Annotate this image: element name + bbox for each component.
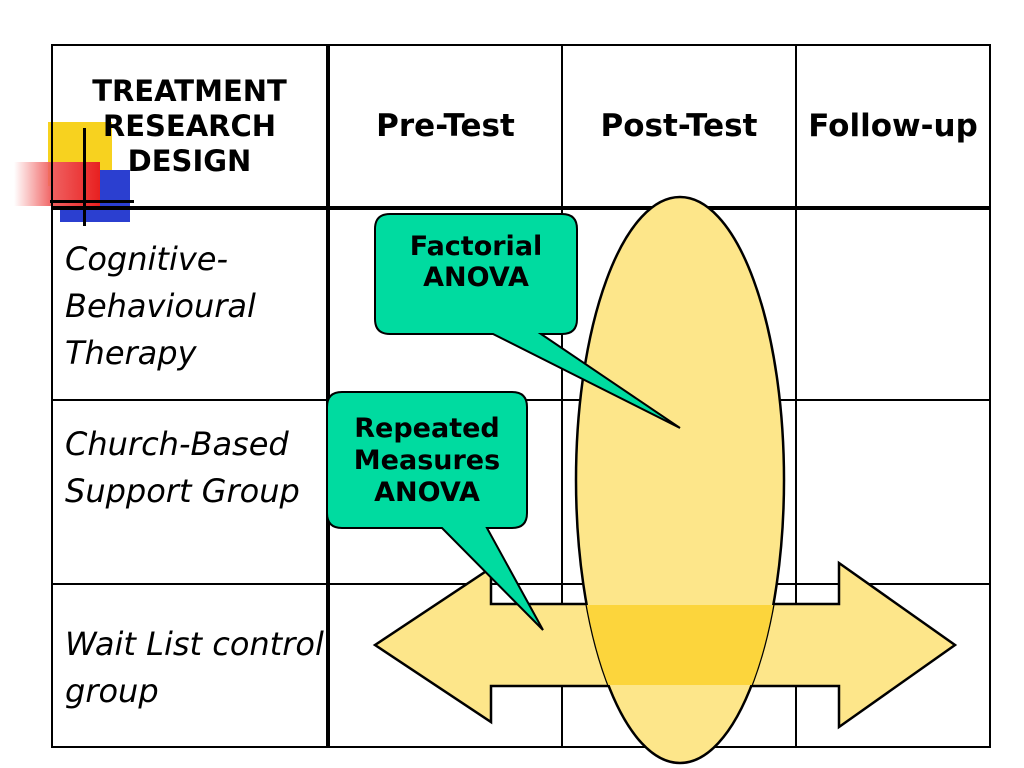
cell-cbt-follow xyxy=(795,207,991,401)
header-post-test: Post-Test xyxy=(561,44,797,210)
row-label-cbt: Cognitive-Behavioural Therapy xyxy=(51,207,330,401)
row-label-church: Church-Based Support Group xyxy=(51,399,330,585)
repeated-callout-shape xyxy=(326,391,544,631)
table-header-row: TREATMENT RESEARCH DESIGN Pre-Test Post-… xyxy=(51,44,991,210)
repeated-callout-label: Repeated Measures ANOVA xyxy=(353,413,501,508)
factorial-callout-shape xyxy=(374,213,681,429)
header-pre-test: Pre-Test xyxy=(327,44,563,210)
header-design: TREATMENT RESEARCH DESIGN xyxy=(51,44,330,210)
factorial-callout-label: Factorial ANOVA xyxy=(409,231,543,293)
header-follow-up: Follow-up xyxy=(795,44,991,210)
row-label-wait-list: Wait List control group xyxy=(51,583,330,748)
overlap-highlight xyxy=(576,605,784,685)
cell-church-follow xyxy=(795,399,991,585)
